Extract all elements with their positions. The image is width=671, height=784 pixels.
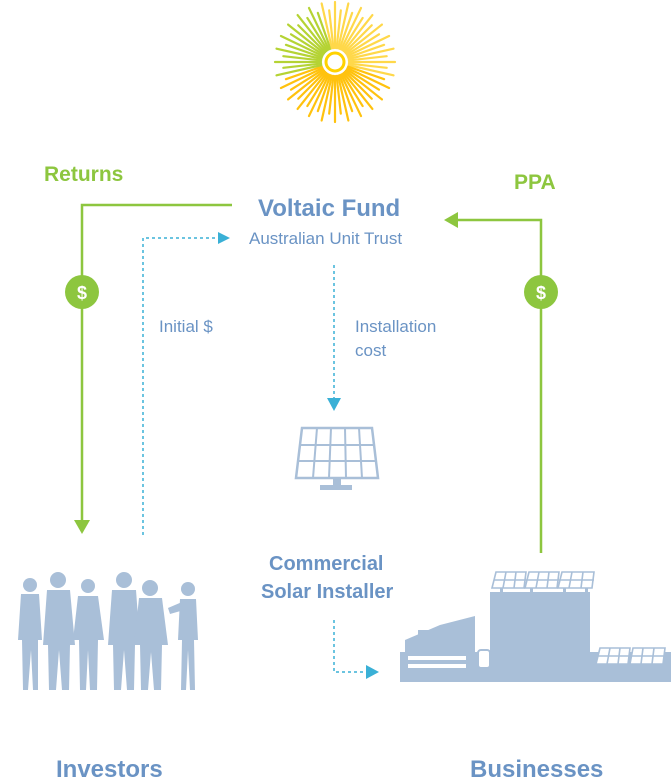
- businesses-label: Businesses: [470, 756, 604, 783]
- dollar-coin-icon: $: [524, 275, 558, 309]
- installation-flow-line: [327, 265, 341, 411]
- sun-ray: [275, 64, 323, 77]
- sun-ray: [347, 55, 388, 62]
- sun-ray: [307, 6, 331, 51]
- sun-ray: [347, 43, 386, 59]
- sun-ray: [279, 34, 324, 58]
- sun-ray: [306, 16, 329, 52]
- sun-ray: [338, 11, 354, 50]
- sun-ray: [342, 71, 374, 111]
- installation-label-line2: cost: [355, 341, 387, 360]
- installation-label-line1: Installation: [355, 317, 437, 336]
- sun-ray: [342, 13, 374, 53]
- sun-ray: [296, 71, 328, 111]
- sun-ray: [341, 16, 364, 52]
- sun-ray: [286, 23, 326, 55]
- sun-ray: [335, 9, 342, 50]
- sun-ray: [346, 66, 391, 90]
- initial-label: Initial $: [159, 317, 213, 336]
- business-building-icon: [400, 571, 671, 682]
- sun-ray: [289, 33, 325, 56]
- svg-text:$: $: [536, 283, 546, 303]
- sun-ray: [339, 6, 363, 51]
- sun-ray: [306, 72, 329, 108]
- sun-ray: [344, 69, 384, 101]
- dollar-coin-icon: $: [65, 275, 99, 309]
- sun-ray: [296, 13, 328, 53]
- fund-title: Voltaic Fund: [258, 195, 401, 222]
- sun-ray: [341, 72, 364, 108]
- sun-ray: [345, 33, 381, 56]
- sun-ray: [286, 69, 326, 101]
- sun-ray: [347, 64, 395, 77]
- sun-ray: [345, 68, 381, 91]
- returns-flow-line: [74, 203, 232, 534]
- investors-silhouette-icon: [18, 572, 198, 690]
- investors-label: Investors: [56, 756, 163, 783]
- ppa-flow-line: [444, 212, 543, 553]
- sun-ray: [297, 24, 327, 54]
- sun-ray: [297, 70, 327, 100]
- sun-ray: [337, 2, 350, 50]
- sun-ray: [289, 68, 325, 91]
- sun-core: [324, 51, 346, 73]
- ppa-label: PPA: [514, 171, 556, 194]
- sun-logo-icon: [273, 0, 397, 124]
- sun-ray: [307, 73, 331, 118]
- sun-ray: [279, 66, 324, 90]
- sun-ray: [338, 74, 354, 113]
- sun-ray: [347, 47, 395, 60]
- fund-subtitle: Australian Unit Trust: [249, 229, 403, 248]
- solar-panel-icon: [294, 426, 380, 490]
- sun-ray: [343, 70, 373, 100]
- returns-label: Returns: [44, 163, 124, 186]
- sun-ray: [344, 23, 384, 55]
- sun-ray: [316, 11, 332, 50]
- sun-ray: [339, 73, 363, 118]
- sun-ray: [337, 74, 350, 122]
- sun-ray: [316, 74, 332, 113]
- sun-ray: [328, 74, 335, 115]
- sun-ray: [284, 65, 323, 81]
- sun-ray: [320, 2, 333, 50]
- sun-ray: [347, 62, 388, 69]
- sun-ray: [284, 43, 323, 59]
- installer-label-line1: Commercial: [269, 553, 384, 575]
- sun-ray: [320, 74, 333, 122]
- sun-ray: [343, 24, 373, 54]
- sun-ray: [282, 55, 323, 62]
- sun-ray: [335, 74, 342, 115]
- installer-flow-line: [333, 620, 379, 679]
- sun-ray: [282, 62, 323, 69]
- sun-ray: [328, 9, 335, 50]
- sun-ray: [347, 65, 386, 81]
- sun-ray: [346, 34, 391, 58]
- svg-text:$: $: [77, 283, 87, 303]
- installer-label-line2: Solar Installer: [261, 581, 394, 603]
- sun-ray: [275, 47, 323, 60]
- initial-flow-line: [142, 232, 230, 535]
